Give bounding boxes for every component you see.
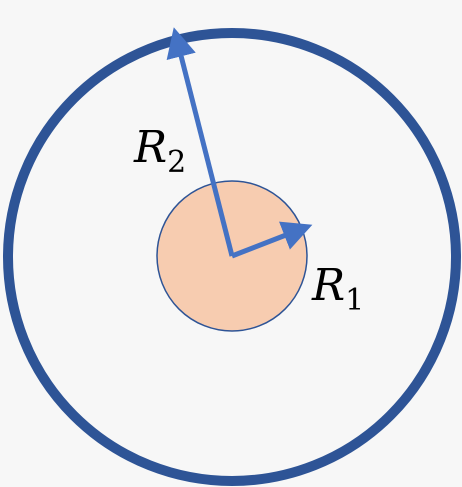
r1-label-sub: 1 [345,283,364,318]
r1-label-main: R [311,260,345,311]
r1-arrow [231,221,313,259]
outer-circle [3,28,461,486]
r2-arrow [166,27,235,257]
r2-label-sub: 2 [167,145,186,180]
r2-label: R2 [133,122,186,180]
r2-label-main: R [133,122,167,173]
r1-label: R1 [311,260,364,318]
